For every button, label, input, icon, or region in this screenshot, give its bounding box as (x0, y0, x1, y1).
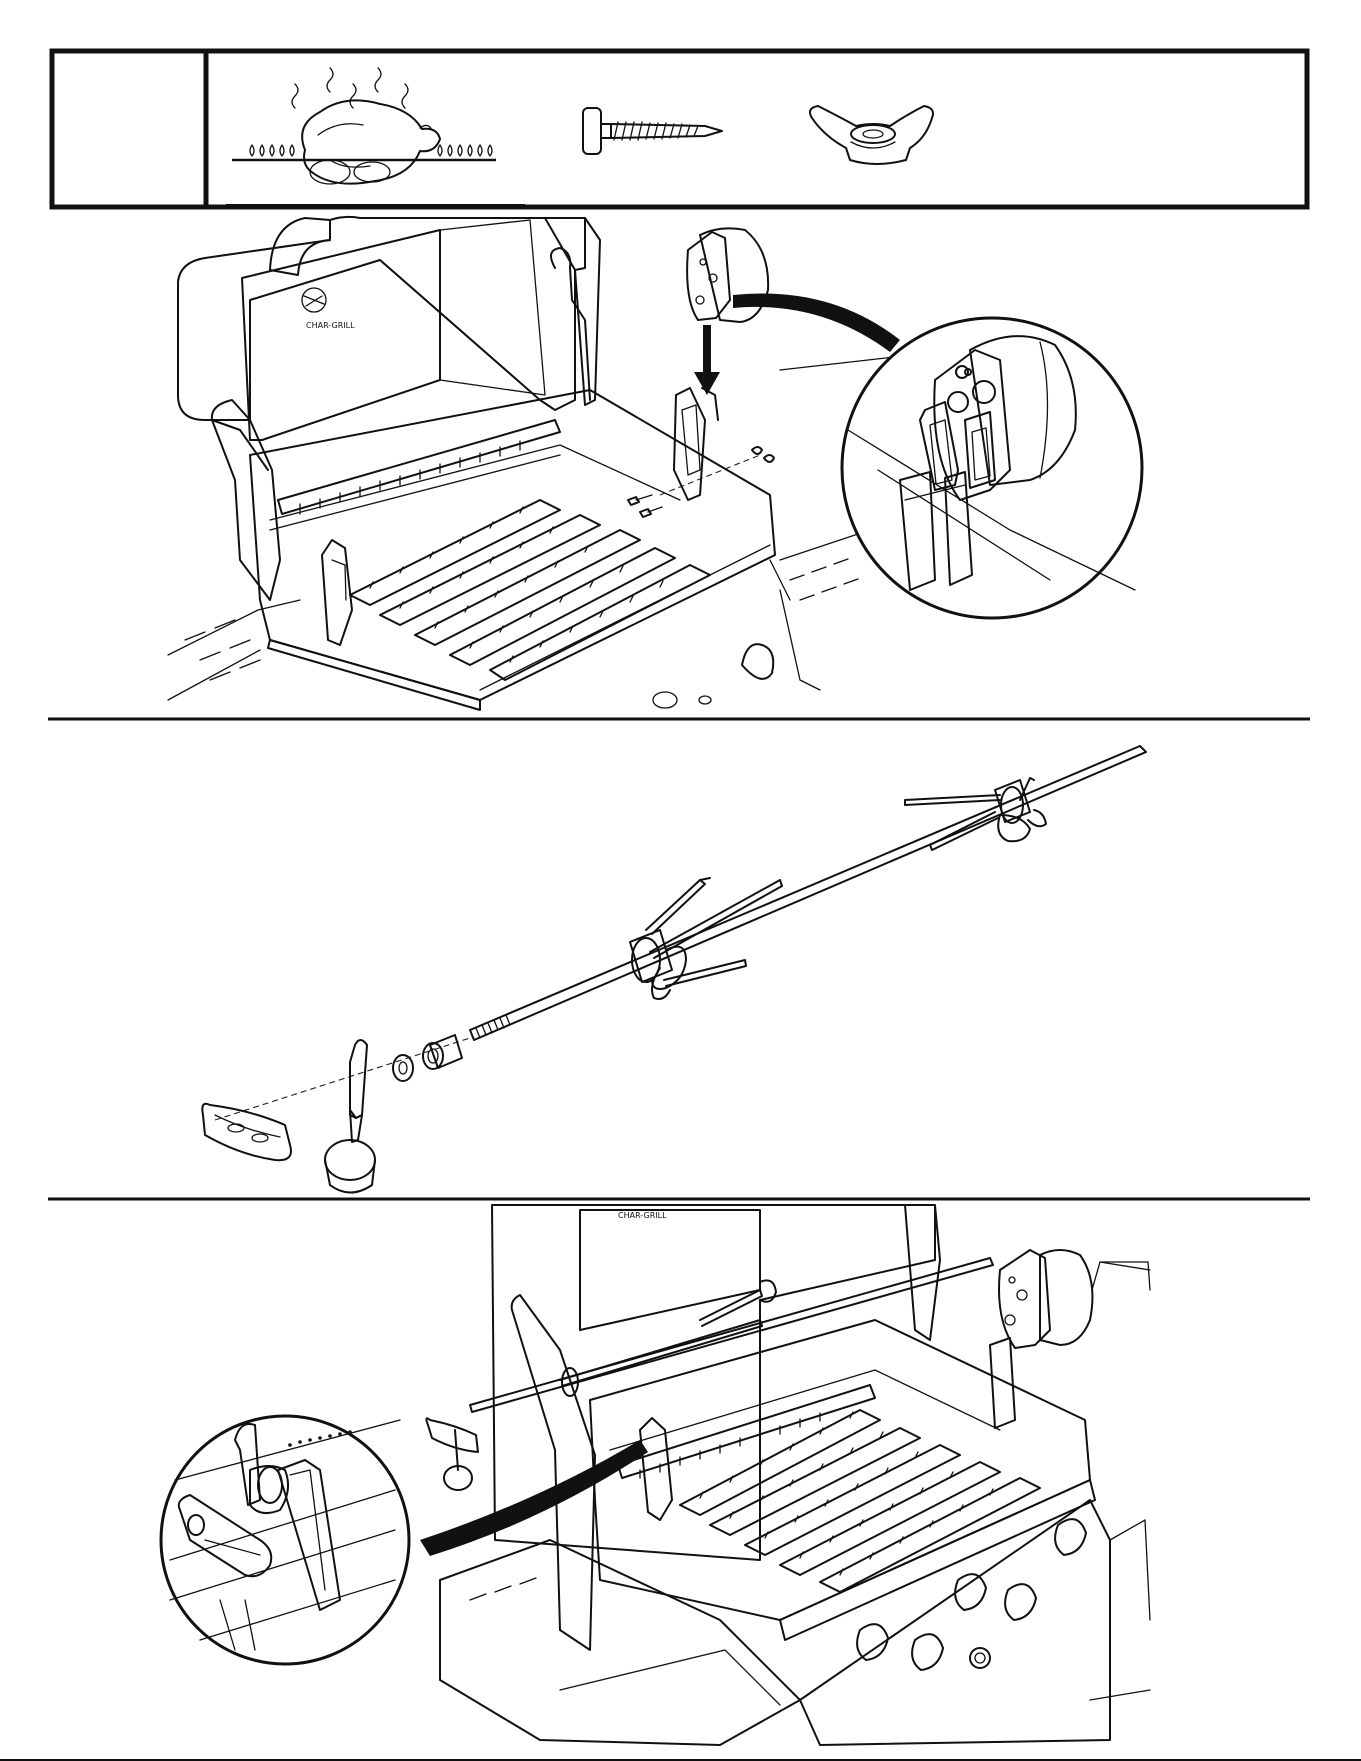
down-arrow-icon (694, 325, 720, 395)
spit-fork-far (905, 778, 1046, 850)
spit-handle (325, 1040, 375, 1193)
svg-text:CHAR-GRILL: CHAR-GRILL (306, 321, 355, 330)
rotisserie-spit-assembly-illustration (202, 746, 1146, 1193)
cooking-grates (350, 500, 710, 680)
counterweight (202, 1104, 291, 1160)
control-knobs (857, 1519, 1086, 1670)
rotisserie-motor-installed (990, 1250, 1150, 1428)
rotisserie-motor (687, 228, 768, 395)
spit-handle-detail-circle (161, 1416, 409, 1664)
motor-bracket-detail-circle (842, 318, 1142, 618)
svg-text:CHAR-GRILL: CHAR-GRILL (618, 1211, 667, 1220)
parts-header-box (52, 51, 1307, 207)
rotisserie-motor-bracket-illustration: CHAR-GRILL (168, 217, 1142, 710)
cooking-grates-installed (680, 1410, 1040, 1592)
spit-fork-center (630, 878, 782, 999)
rotisserie-installed-illustration: CHAR-GRILL (161, 1205, 1150, 1745)
